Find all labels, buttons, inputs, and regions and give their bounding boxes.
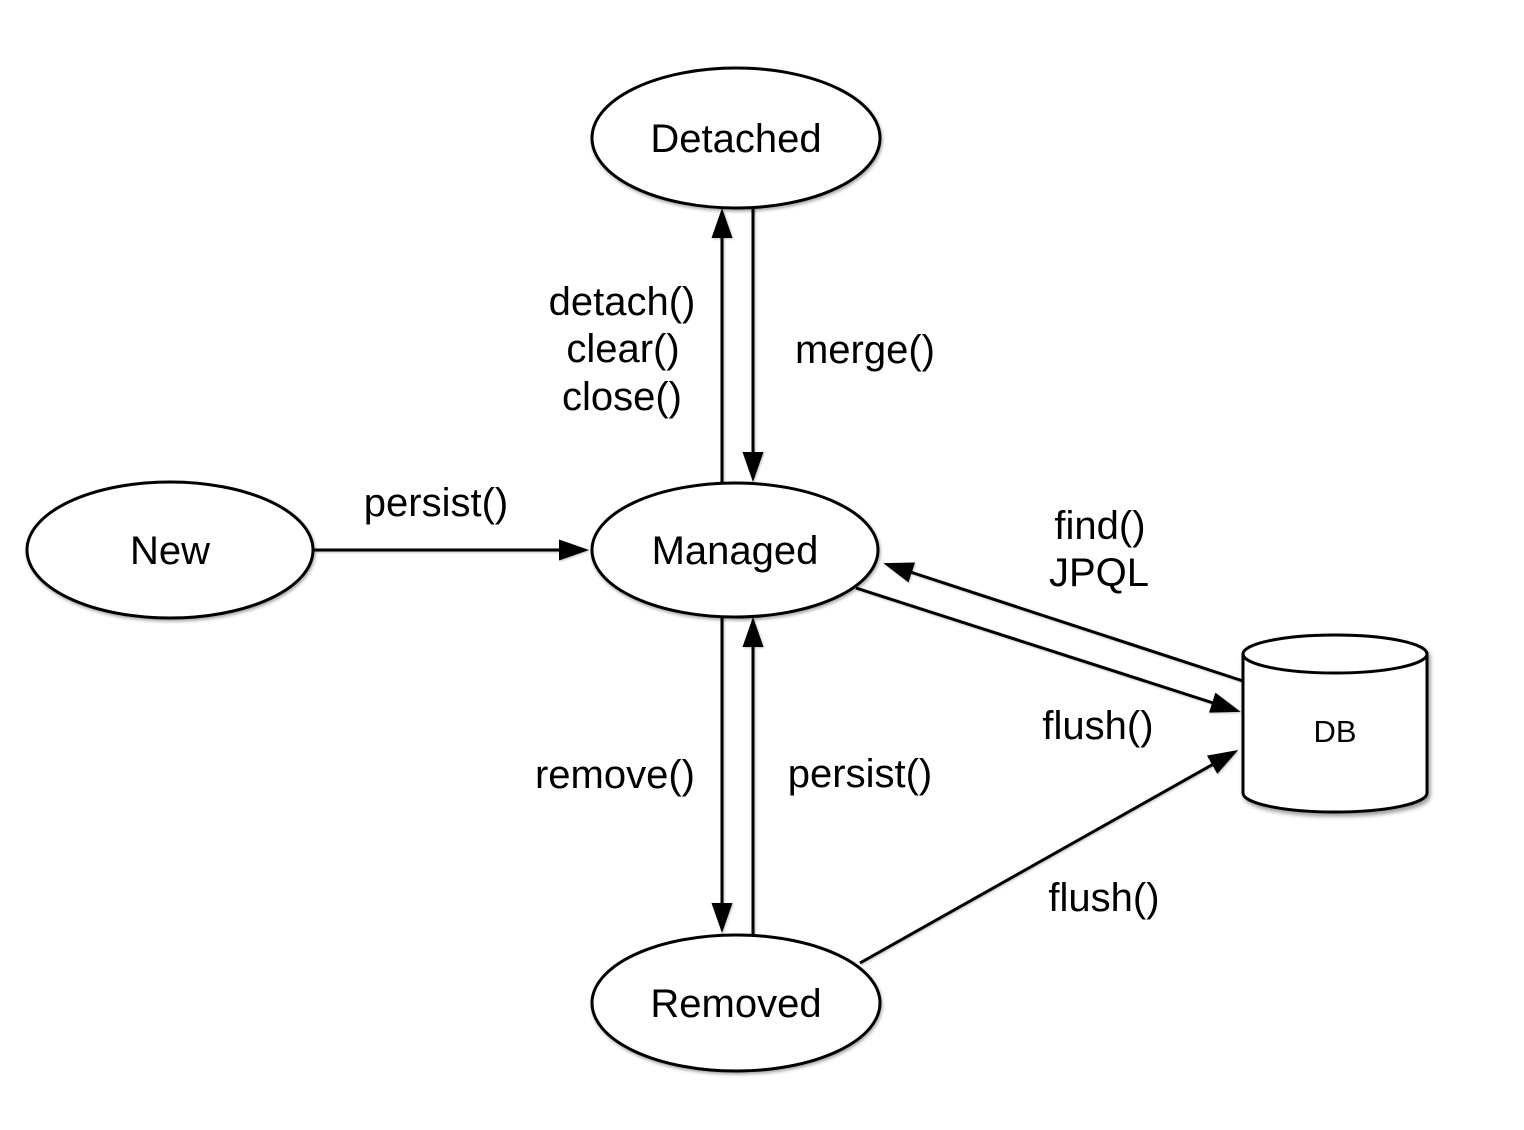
db-cylinder-top — [1241, 633, 1429, 675]
nodes-layer: New Detached Managed Removed DB — [25, 66, 1429, 1073]
removed-ellipse — [590, 933, 882, 1073]
node-label-managed: Managed — [652, 529, 819, 573]
edge-label-jpql: JPQL — [1049, 551, 1149, 595]
edge-label-remove: remove() — [535, 753, 695, 797]
edge-db-to-managed — [883, 562, 1244, 683]
db-cylinder-body — [1241, 654, 1429, 814]
edge-labels-layer: persist() detach() clear() close() merge… — [364, 280, 1160, 920]
edge-managed-to-db — [855, 586, 1241, 713]
edge-removed-to-db — [859, 750, 1239, 965]
edge-label-flush-managed: flush() — [1042, 704, 1153, 748]
node-label-removed: Removed — [650, 982, 821, 1026]
node-new: New — [25, 480, 315, 620]
node-label-detached: Detached — [650, 117, 821, 161]
arrow-removed-to-db — [859, 750, 1239, 965]
edge-label-detach: detach() — [549, 280, 696, 324]
edge-label-persist-removed: persist() — [788, 752, 932, 796]
detached-ellipse — [590, 66, 882, 210]
edge-label-persist-new: persist() — [364, 481, 508, 525]
managed-ellipse — [590, 481, 880, 619]
edge-label-merge: merge() — [795, 328, 935, 372]
node-removed: Removed — [590, 933, 882, 1073]
edge-label-clear: clear() — [566, 327, 679, 371]
arrow-managed-to-db — [855, 586, 1241, 713]
node-label-new: New — [130, 529, 210, 573]
edges-layer — [314, 207, 1244, 965]
edge-label-flush-removed: flush() — [1048, 876, 1159, 920]
node-db: DB — [1241, 633, 1429, 814]
edge-label-find: find() — [1054, 504, 1145, 548]
node-detached: Detached — [590, 66, 882, 210]
new-ellipse — [25, 480, 315, 620]
node-managed: Managed — [590, 481, 880, 619]
arrow-db-to-managed — [883, 562, 1244, 683]
edge-label-close: close() — [562, 375, 682, 419]
node-label-db: DB — [1313, 714, 1356, 749]
